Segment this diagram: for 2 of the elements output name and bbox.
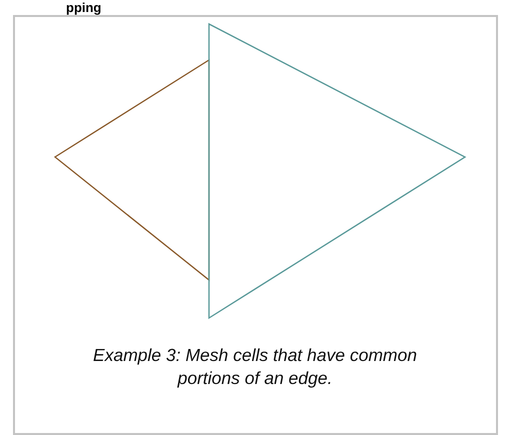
figure-caption: Example 3: Mesh cells that have common portions of an edge. (92, 344, 418, 390)
heading: pping (66, 0, 102, 15)
